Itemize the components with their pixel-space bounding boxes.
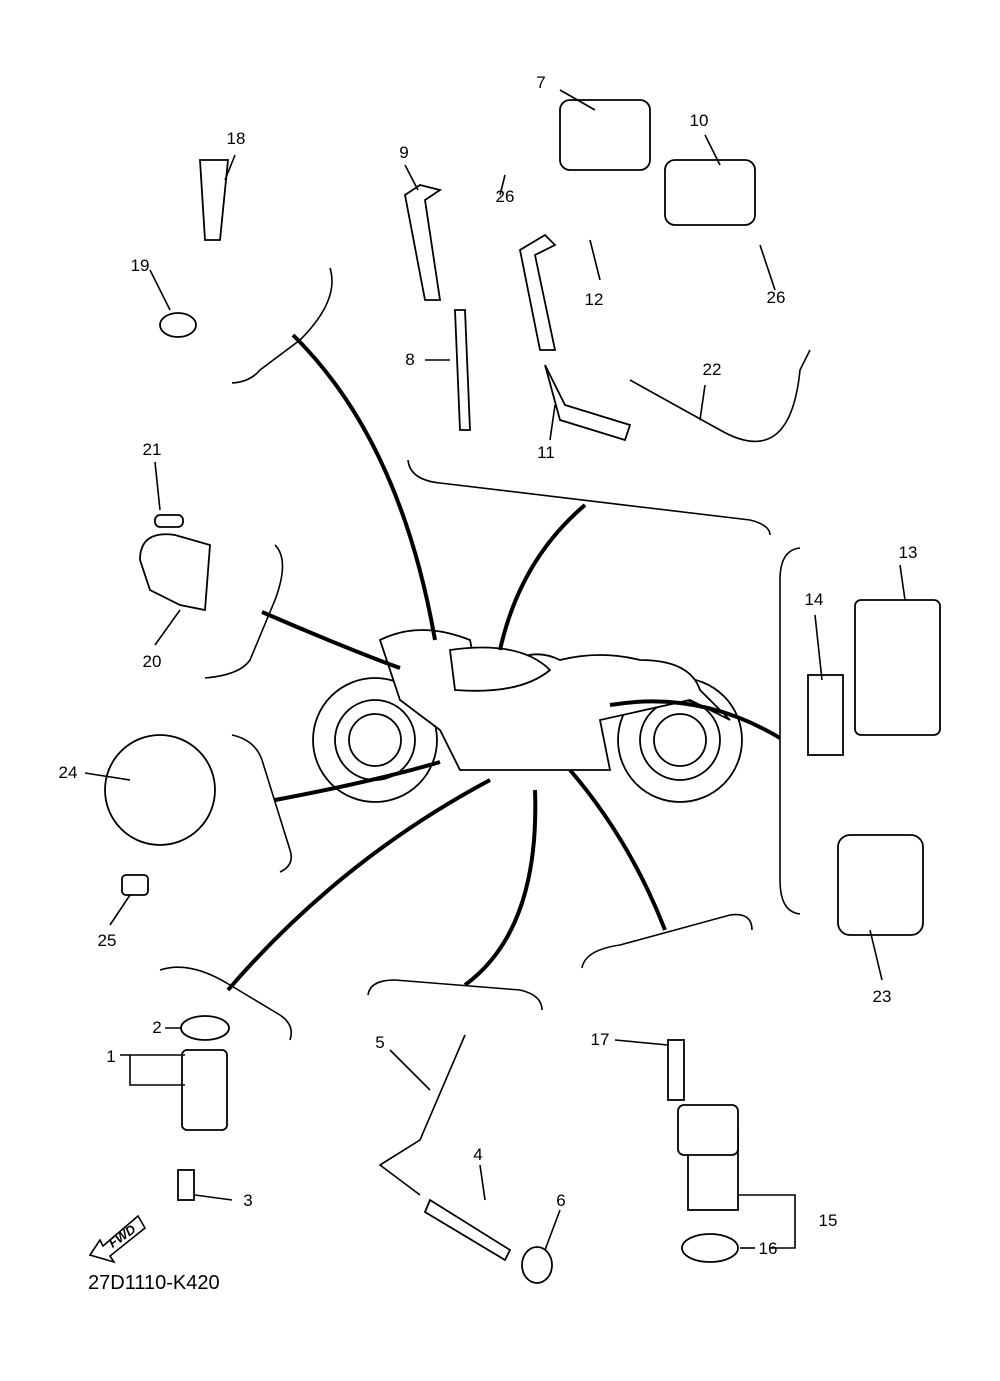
label-26a: 26: [495, 187, 515, 206]
o-ring-2: [180, 1015, 230, 1041]
plug-cap-9: [404, 184, 443, 301]
label-5: 5: [375, 1033, 385, 1052]
plug-cap-12: [518, 233, 557, 351]
bolt-3: [177, 1169, 195, 1201]
bracket-lines: [159, 267, 801, 1041]
bolt-17: [667, 1039, 685, 1101]
harness-22: [629, 349, 811, 443]
label-8: 8: [405, 350, 415, 369]
sensor-18: [199, 159, 229, 241]
gasket-19: [159, 312, 197, 338]
diagram-code: 27D1110-K420: [88, 1272, 220, 1294]
bolt-25: [121, 874, 149, 896]
label-21: 21: [142, 440, 162, 459]
label-22: 22: [702, 360, 722, 379]
lead-8: [454, 309, 471, 431]
label-11: 11: [537, 443, 555, 462]
label-13: 13: [898, 543, 918, 562]
bracket-14: [807, 674, 844, 756]
label-1: 1: [106, 1047, 116, 1066]
parts: [104, 99, 941, 1284]
label-15: 15: [818, 1211, 838, 1230]
label-7: 7: [536, 73, 546, 92]
label-17: 17: [590, 1030, 610, 1049]
motorcycle-outline: [312, 629, 743, 803]
lead-5: [378, 1034, 466, 1196]
screw-21: [154, 514, 184, 528]
o-ring-16: [681, 1233, 739, 1263]
label-19: 19: [130, 256, 150, 275]
spark-plug-4: [423, 1198, 512, 1262]
label-3: 3: [243, 1191, 253, 1210]
label-23: 23: [872, 987, 892, 1006]
label-16: 16: [758, 1239, 778, 1258]
sensor-20: [139, 533, 211, 612]
label-4: 4: [473, 1145, 483, 1164]
sensor-1: [181, 1049, 228, 1131]
label-6: 6: [556, 1191, 566, 1210]
horn-24: [104, 734, 216, 846]
ignition-coil-7: [559, 99, 651, 171]
label-24: 24: [58, 763, 78, 782]
label-2: 2: [152, 1018, 162, 1037]
label-18: 18: [226, 129, 246, 148]
label-10: 10: [689, 111, 709, 130]
washer-6: [521, 1246, 553, 1284]
fwd-arrow-icon: [88, 1214, 147, 1264]
ecu-13: [854, 599, 941, 736]
label-25: 25: [97, 931, 117, 950]
label-leaders: [84, 89, 906, 1251]
label-12: 12: [584, 290, 604, 309]
label-9: 9: [399, 143, 409, 162]
ignition-coil-10: [664, 159, 756, 226]
lead-11: [544, 364, 632, 442]
label-20: 20: [142, 652, 162, 671]
label-26b: 26: [766, 288, 786, 307]
connector-15: [677, 1104, 739, 1156]
label-14: 14: [804, 590, 824, 609]
relay-23: [837, 834, 924, 936]
